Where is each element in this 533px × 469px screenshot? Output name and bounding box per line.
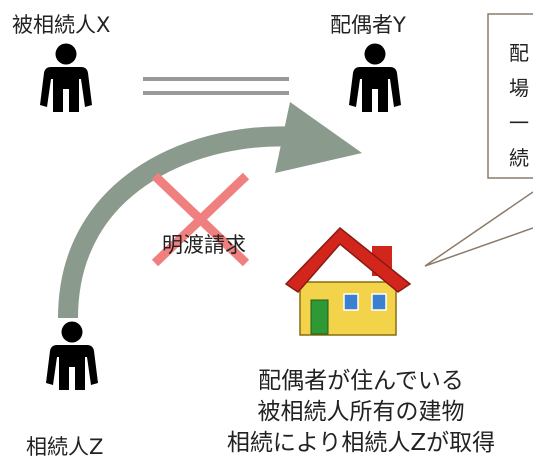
eviction-claim-label: 明渡請求 [162,233,246,257]
cross-stroke-2 [151,172,250,267]
house-icon [284,226,412,336]
transfer-arrow-shaft [58,126,301,319]
person-icon-deceased [40,43,92,112]
callout-box [487,13,533,179]
spouse-label: 配偶者Y [330,13,406,37]
person-icon-heir [46,321,98,390]
callout-text: 配 場 一 続 [509,36,533,176]
callout-line: 場 [509,76,529,100]
caption-line: 被相続人所有の建物 [257,399,465,425]
caption-line: 相続により相続人Zが取得 [226,430,496,456]
heir-label: 相続人Z [26,435,104,459]
person-icon-spouse [349,43,401,112]
callout-line: 一 [509,111,529,135]
marriage-line-top [143,77,289,81]
caption-line: 配偶者が住んでいる [258,368,464,394]
callout-line: 続 [509,146,529,170]
callout-pointer [424,191,533,267]
deceased-label: 被相続人X [12,13,111,37]
house-caption: 配偶者が住んでいる 被相続人所有の建物 相続により相続人Zが取得 [196,366,526,459]
transfer-arrow-head [275,102,362,173]
marriage-line-bottom [143,91,289,95]
callout-line: 配 [509,41,529,65]
